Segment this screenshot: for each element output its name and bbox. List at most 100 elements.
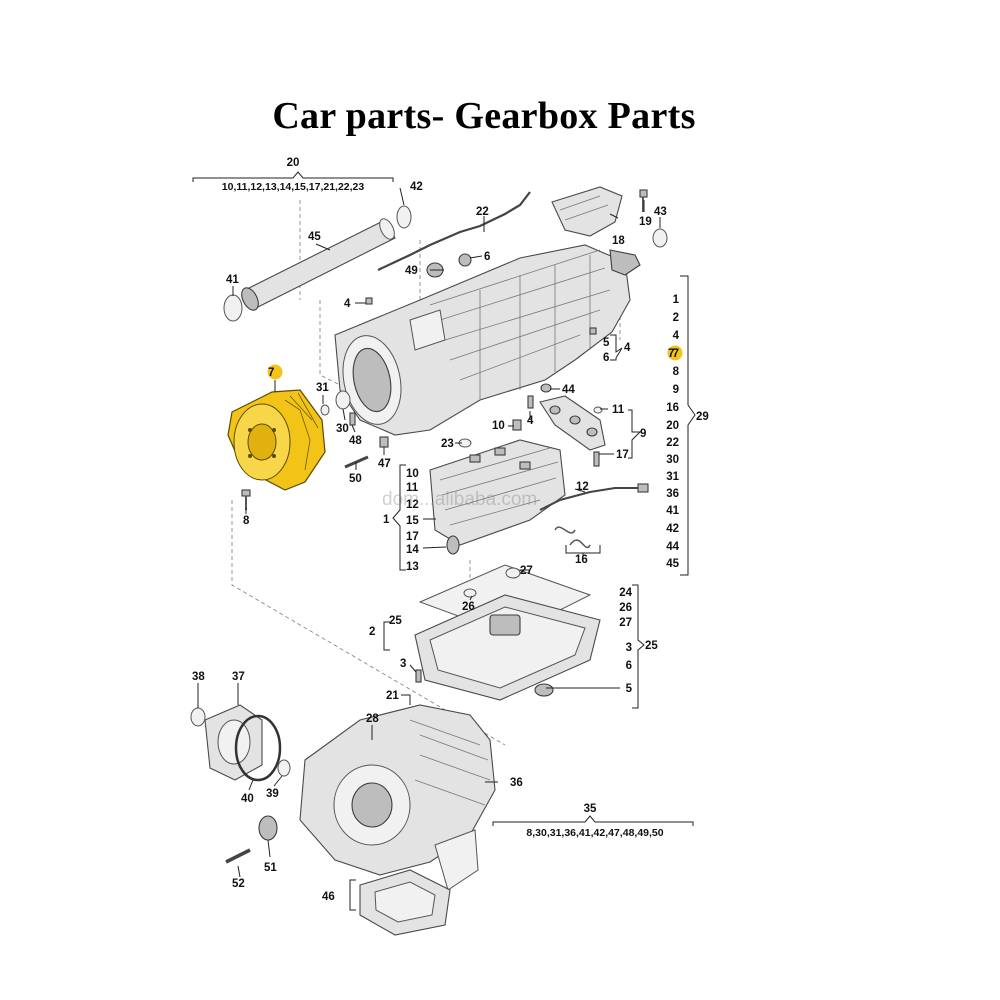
svg-text:10: 10 <box>406 468 419 480</box>
badge-7-list <box>667 345 683 361</box>
part-12-cable <box>539 487 640 511</box>
svg-text:30: 30 <box>336 423 349 435</box>
part-10-plug <box>512 419 522 431</box>
part-6-cap <box>458 253 472 267</box>
group-1-label: 1 <box>383 514 390 526</box>
svg-text:44: 44 <box>562 384 575 396</box>
transfer-case-housing <box>299 704 496 891</box>
oil-pan-assembly <box>414 564 601 701</box>
group-20-list: 10,11,12,13,14,15,17,21,22,23 <box>222 181 365 193</box>
svg-text:4: 4 <box>673 330 680 342</box>
svg-text:9: 9 <box>640 428 646 440</box>
svg-text:14: 14 <box>406 544 419 556</box>
svg-text:5: 5 <box>603 337 610 349</box>
svg-text:24: 24 <box>619 587 632 599</box>
svg-text:47: 47 <box>378 458 391 470</box>
svg-text:16: 16 <box>666 402 679 414</box>
svg-text:22: 22 <box>666 437 679 449</box>
svg-text:27: 27 <box>619 617 632 629</box>
group-35-label: 35 <box>584 803 597 815</box>
svg-text:19: 19 <box>639 216 652 228</box>
svg-text:7: 7 <box>673 348 679 360</box>
svg-text:31: 31 <box>666 471 679 483</box>
svg-text:37: 37 <box>232 671 245 683</box>
svg-text:45: 45 <box>308 231 321 243</box>
svg-text:42: 42 <box>410 181 423 193</box>
svg-text:16: 16 <box>575 554 588 566</box>
part-38-seal <box>190 707 206 727</box>
solenoid-block <box>539 395 606 451</box>
valve-body-assembly <box>429 439 566 555</box>
part-51-flange <box>258 815 278 841</box>
group-25-right-label: 25 <box>645 640 658 652</box>
svg-text:27: 27 <box>520 565 533 577</box>
part-27-plug <box>505 567 521 579</box>
part-47-pin <box>379 436 389 448</box>
part-31-seal <box>320 404 330 416</box>
badge-7-diagram <box>267 364 283 380</box>
watermark: dom...alibaba.com <box>382 489 538 510</box>
svg-text:52: 52 <box>232 878 245 890</box>
svg-text:49: 49 <box>405 265 418 277</box>
group-25-right-list: 24 26 27 3 6 5 <box>619 587 632 695</box>
svg-text:4: 4 <box>527 415 534 427</box>
svg-text:4: 4 <box>344 298 351 310</box>
svg-text:8: 8 <box>673 366 680 378</box>
svg-text:43: 43 <box>654 206 667 218</box>
group-29-list: 1 2 4 7 8 9 16 20 22 30 31 36 41 42 44 4… <box>666 294 679 570</box>
svg-text:10: 10 <box>492 420 505 432</box>
svg-text:41: 41 <box>226 274 239 286</box>
svg-text:26: 26 <box>462 601 475 613</box>
part-42-seal <box>396 205 412 229</box>
svg-text:8: 8 <box>243 515 250 527</box>
part-26-seal <box>463 588 477 598</box>
svg-text:23: 23 <box>441 438 454 450</box>
svg-text:3: 3 <box>400 658 406 670</box>
svg-text:46: 46 <box>322 891 335 903</box>
svg-text:13: 13 <box>406 561 419 573</box>
svg-text:11: 11 <box>406 482 419 494</box>
svg-text:22: 22 <box>476 206 489 218</box>
part-48-pin <box>349 412 356 426</box>
svg-text:45: 45 <box>666 558 679 570</box>
leader-lines <box>192 171 696 911</box>
part-5-plug-top <box>589 327 597 335</box>
svg-text:41: 41 <box>666 505 679 517</box>
svg-text:21: 21 <box>386 690 399 702</box>
svg-text:36: 36 <box>510 777 523 789</box>
svg-text:31: 31 <box>316 382 329 394</box>
group-1-list: 10 11 12 15 17 14 13 <box>406 468 419 573</box>
part-17-bolt <box>593 451 600 467</box>
part-16-clips <box>554 526 591 549</box>
part-11-seal <box>593 406 603 414</box>
group-29-label: 29 <box>696 411 709 423</box>
svg-text:12: 12 <box>406 499 419 511</box>
svg-text:2: 2 <box>673 312 679 324</box>
part-39-seal <box>277 759 291 777</box>
svg-text:12: 12 <box>576 481 589 493</box>
callout-labels: 42 45 41 22 49 6 4 18 19 43 5 4 6 44 4 1… <box>192 181 674 903</box>
part-44-plug <box>540 383 552 393</box>
svg-text:44: 44 <box>666 541 679 553</box>
svg-text:3: 3 <box>626 642 632 654</box>
part-19-bolt <box>639 189 648 212</box>
svg-text:40: 40 <box>241 793 254 805</box>
svg-text:18: 18 <box>612 235 625 247</box>
svg-text:38: 38 <box>192 671 205 683</box>
part-4-bolt-a <box>527 395 534 409</box>
svg-text:36: 36 <box>666 488 679 500</box>
svg-text:39: 39 <box>266 788 279 800</box>
part-43-seal <box>652 228 668 248</box>
svg-text:50: 50 <box>349 473 362 485</box>
svg-text:25: 25 <box>389 615 402 627</box>
part-7-highlighted-clutch <box>227 389 326 491</box>
svg-text:51: 51 <box>264 862 277 874</box>
transmission-main-housing <box>334 244 641 436</box>
part-3-bolt <box>415 669 422 683</box>
svg-text:6: 6 <box>603 352 609 364</box>
part-8-bolt <box>241 489 251 510</box>
part-52-bolt <box>225 848 251 864</box>
part-4-bolt-b <box>365 297 373 305</box>
part-45-tube <box>241 218 396 311</box>
